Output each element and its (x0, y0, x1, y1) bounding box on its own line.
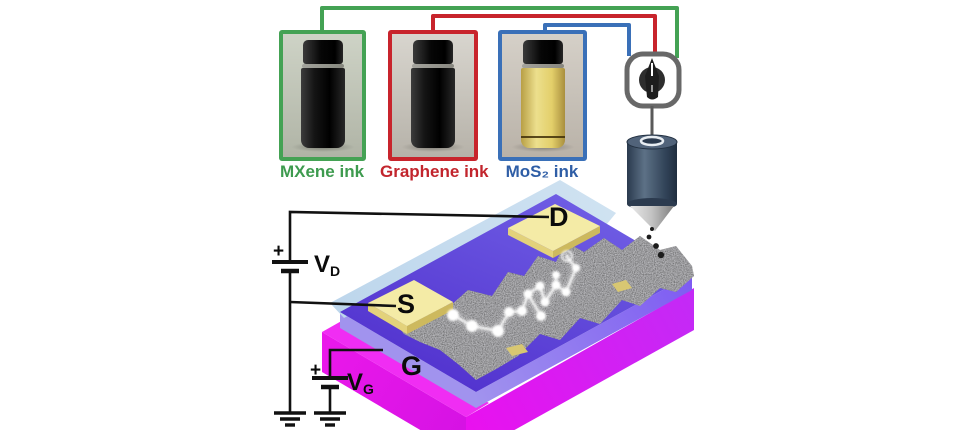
source-wire (289, 300, 397, 308)
graphene-ink-label: Graphene ink (380, 162, 489, 181)
mxene-ink-liquid (300, 68, 345, 148)
printed-molecule-pattern (447, 250, 580, 337)
ink-selector-valve-icon (624, 51, 682, 109)
ink-vial-box-mos2 (498, 30, 587, 161)
drain-electrode-pad (508, 204, 600, 258)
dielectric-layer (340, 274, 692, 408)
vg-battery-symbol (312, 376, 348, 390)
mos2-vial (510, 40, 575, 152)
graphene-supply-tube (431, 14, 657, 56)
drain-wire (288, 210, 550, 262)
mxene-supply-tube (320, 6, 679, 58)
gate-layer (322, 288, 694, 430)
gold-fleck-front (506, 344, 528, 356)
gate-label: G (401, 351, 423, 381)
gold-fleck-right (612, 280, 632, 292)
print-nozzle-icon (626, 106, 678, 231)
graphene-vial (401, 40, 465, 152)
ink-vial-box-graphene (388, 30, 478, 161)
mxene-vial (290, 40, 355, 152)
vg-plus-sign: + (310, 360, 322, 381)
vial-cap (413, 40, 453, 64)
vd-battery-symbol (272, 260, 308, 274)
printed-channel-film (396, 236, 694, 380)
vial-cap (302, 40, 343, 64)
vg-label: VG (347, 369, 374, 397)
graphene-ink-liquid (411, 68, 455, 148)
drain-label: D (549, 202, 569, 232)
ink-droplets (646, 227, 665, 259)
vial-cap (522, 40, 563, 64)
source-electrode-pad (368, 280, 453, 334)
ground-symbol-right (314, 411, 346, 427)
vd-label: VD (314, 251, 341, 279)
mos2-ink-liquid (520, 68, 565, 148)
gate-wire (328, 348, 383, 378)
mxene-ink-label: MXene ink (279, 162, 365, 181)
ground-symbol-left (274, 411, 306, 427)
transistor-chip (322, 180, 694, 430)
source-label: S (397, 289, 416, 319)
mos2-ink-label: MoS₂ ink (505, 162, 579, 181)
circuit-wiring (272, 210, 550, 427)
ink-vial-box-mxene (279, 30, 366, 161)
vd-plus-sign: + (273, 241, 285, 262)
